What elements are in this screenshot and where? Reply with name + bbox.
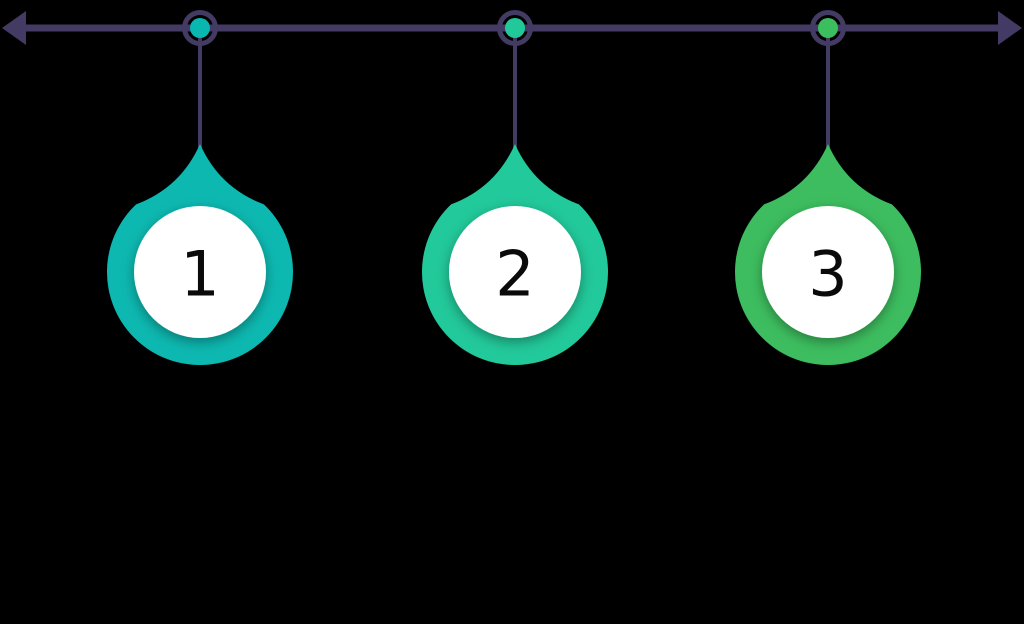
axis-marker-ring[interactable]	[497, 10, 533, 46]
timeline-step[interactable]: 3	[735, 10, 921, 366]
axis-marker-dot[interactable]	[818, 18, 838, 38]
arrow-right-icon	[998, 11, 1022, 45]
timeline-step[interactable]: 1	[106, 10, 293, 366]
step-number-label: 1	[180, 238, 219, 311]
step-inner-circle	[762, 206, 894, 338]
timeline-step[interactable]: 2	[421, 10, 608, 366]
axis-marker-dot[interactable]	[505, 18, 525, 38]
timeline-steps: 1 2 3	[106, 10, 921, 366]
step-number-label: 2	[495, 238, 534, 311]
axis-marker-ring[interactable]	[810, 10, 846, 46]
arrow-left-icon	[2, 11, 26, 45]
step-number-label: 3	[808, 238, 847, 311]
axis-marker-dot[interactable]	[190, 18, 210, 38]
step-inner-circle	[449, 206, 581, 338]
axis-marker-ring[interactable]	[182, 10, 218, 46]
step-inner-circle	[134, 206, 266, 338]
